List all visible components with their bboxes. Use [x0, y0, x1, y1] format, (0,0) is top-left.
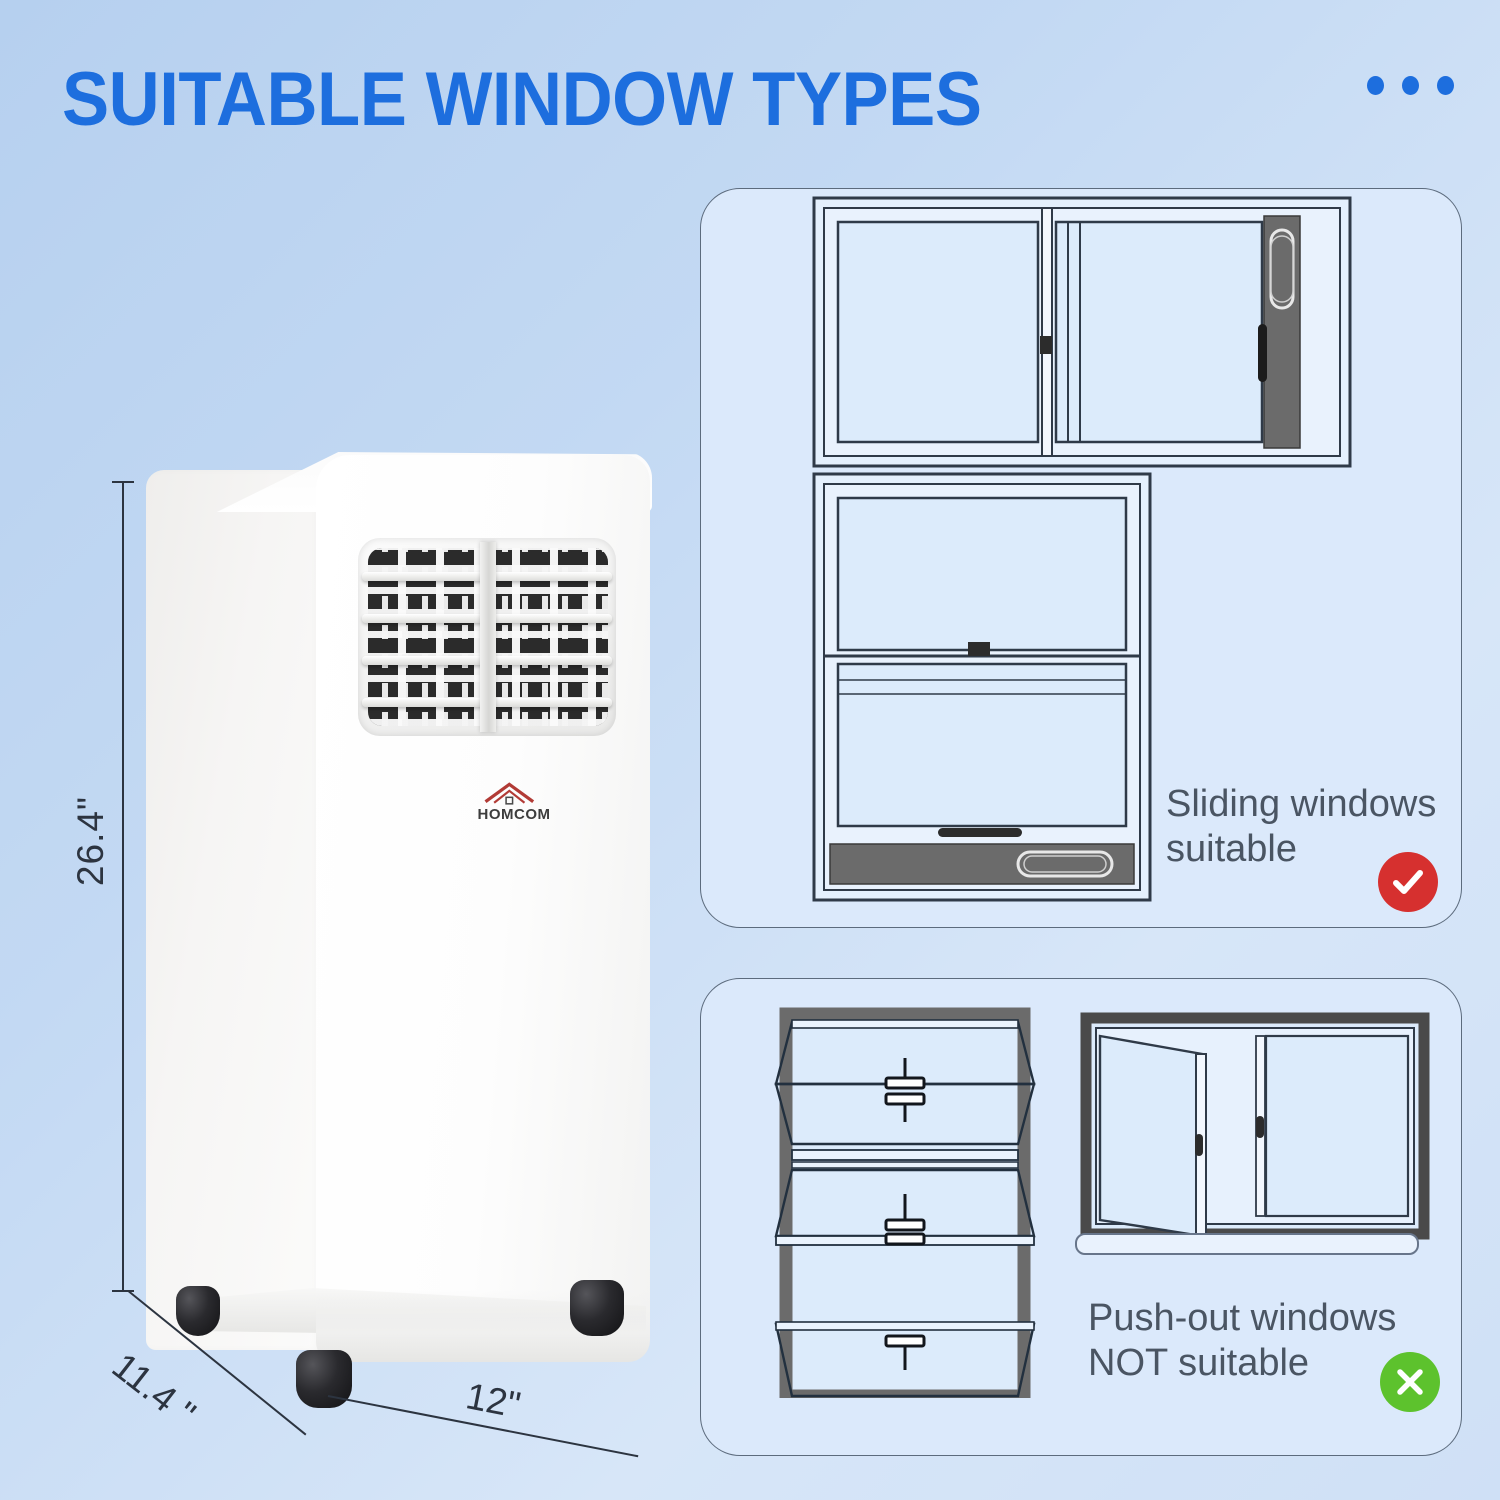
ac-unit-side-panel	[146, 470, 322, 1350]
height-dimension-cap	[112, 481, 134, 483]
title-dot-icon	[1402, 76, 1419, 95]
caster-wheel	[176, 1286, 220, 1336]
caption-unsuitable-windows: Push-out windows NOT suitable	[1088, 1297, 1397, 1384]
homcom-logo: HOMCOM	[466, 780, 562, 823]
brand-text: HOMCOM	[477, 806, 551, 823]
vertical-sliding-window-icon	[812, 472, 1152, 902]
title-dot-icon	[1437, 76, 1454, 95]
caption-suitable-windows: Sliding windows suitable	[1166, 783, 1437, 870]
height-dimension-cap	[112, 1290, 134, 1292]
casement-push-out-window-icon	[1075, 1012, 1430, 1255]
height-dimension-label: 26.4"	[70, 795, 112, 887]
check-mark-icon	[1378, 852, 1438, 912]
x-mark-icon	[1380, 1352, 1440, 1412]
awning-push-out-window-icon	[774, 1007, 1036, 1398]
title-dot-icon	[1367, 76, 1384, 95]
portable-air-conditioner-image: HOMCOM	[0, 0, 690, 1500]
air-vent-grille-icon	[358, 538, 616, 736]
height-dimension-line	[122, 482, 124, 1292]
title-dots	[1367, 76, 1454, 95]
page-title: SUITABLE WINDOW TYPES	[62, 57, 982, 142]
caster-wheel	[570, 1280, 624, 1336]
horizontal-sliding-window-icon	[812, 196, 1352, 468]
